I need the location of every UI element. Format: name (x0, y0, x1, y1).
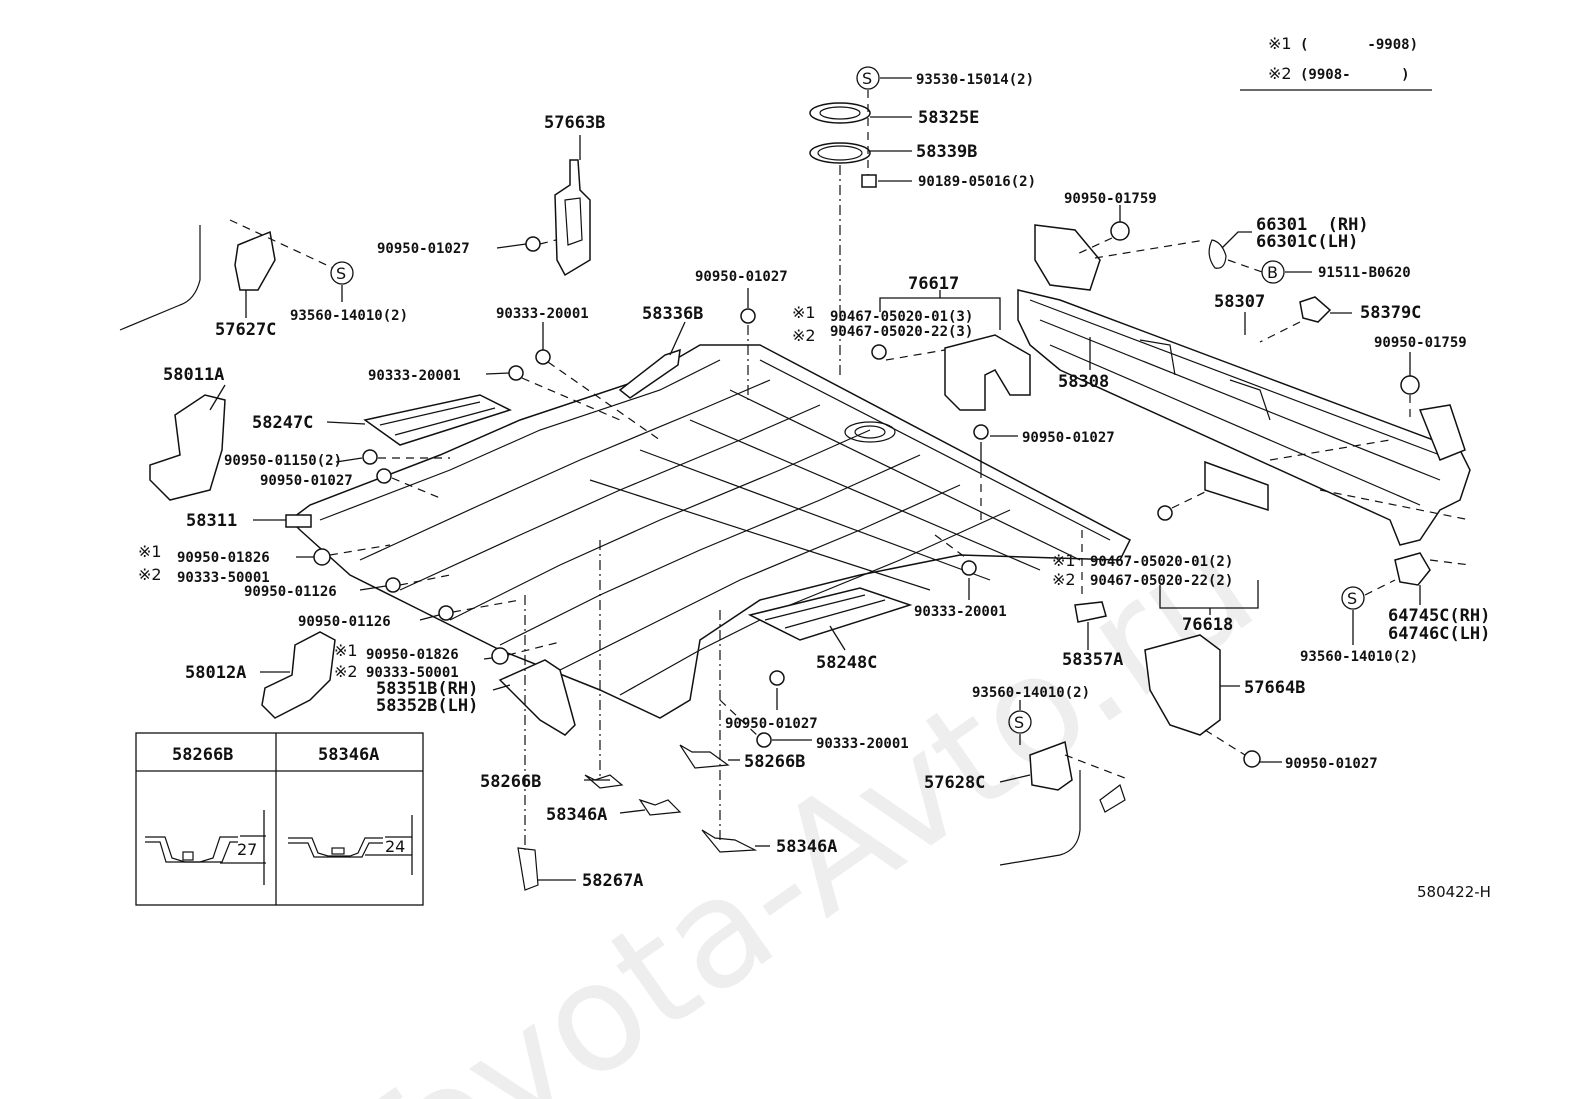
note1-marker: ※1 (792, 303, 816, 322)
label-76617[interactable]: 76617 (908, 274, 959, 294)
label-58351B[interactable]: 58351B(RH) (376, 679, 478, 699)
note2-marker: ※2 (1052, 570, 1076, 589)
label-58247C[interactable]: 58247C (252, 413, 313, 433)
label-93560-14010[interactable]: 93560-14010(2) (972, 685, 1090, 701)
label-90950-01759[interactable]: 90950-01759 (1064, 191, 1157, 207)
leader-lines (209, 77, 1471, 881)
label-58379C[interactable]: 58379C (1360, 303, 1421, 323)
rear-crossmember (1017, 224, 1471, 546)
label-90950-01826[interactable]: 90950-01826 (177, 550, 270, 566)
note1-range: ( -9908) (1300, 37, 1418, 53)
label-90467-05020-22[interactable]: 90467-05020-22(3) (830, 324, 973, 340)
note2-range: (9908- ) (1300, 67, 1410, 83)
label-90333-20001[interactable]: 90333-20001 (816, 736, 909, 752)
label-58248C[interactable]: 58248C (816, 653, 877, 673)
note2-mark: ※2 (1268, 64, 1292, 83)
label-58357A[interactable]: 58357A (1062, 650, 1123, 670)
label-58308[interactable]: 58308 (1058, 372, 1109, 392)
label-93530-15014[interactable]: 93530-15014(2) (916, 72, 1034, 88)
label-57663B[interactable]: 57663B (544, 113, 605, 133)
label-90950-01126[interactable]: 90950-01126 (244, 584, 337, 600)
label-64746C[interactable]: 64746C(LH) (1388, 624, 1490, 644)
label-58325E[interactable]: 58325E (918, 108, 979, 128)
label-90950-01759[interactable]: 90950-01759 (1374, 335, 1467, 351)
b-symbol-icon: B (1267, 263, 1278, 282)
label-90950-01126[interactable]: 90950-01126 (298, 614, 391, 630)
label-58266B[interactable]: 58266B (744, 752, 805, 772)
note1-marker: ※1 (1052, 551, 1076, 570)
label-93560-14010[interactable]: 93560-14010(2) (1300, 649, 1418, 665)
note2-marker: ※2 (334, 662, 358, 681)
label-90950-01027[interactable]: 90950-01027 (1285, 756, 1378, 772)
note1-marker: ※1 (334, 641, 358, 660)
label-58267A[interactable]: 58267A (582, 871, 643, 891)
brackets (119, 102, 1431, 891)
label-58311[interactable]: 58311 (186, 511, 237, 531)
symbols: S S B S S (330, 66, 1365, 734)
label-90950-01027[interactable]: 90950-01027 (695, 269, 788, 285)
note1-marker: ※1 (138, 542, 162, 561)
clip-inset-table: 58266B 58346A 27 24 (135, 732, 424, 906)
label-90950-01027[interactable]: 90950-01027 (1022, 430, 1115, 446)
label-90333-20001[interactable]: 90333-20001 (496, 306, 589, 322)
label-90467-05020-01[interactable]: 90467-05020-01(3) (830, 309, 973, 325)
label-57628C[interactable]: 57628C (924, 773, 985, 793)
label-91511-B0620[interactable]: 91511-B0620 (1318, 265, 1411, 281)
s-symbol-icon: S (1014, 713, 1024, 732)
label-57664B[interactable]: 57664B (1244, 678, 1305, 698)
s-symbol-icon: S (862, 69, 872, 88)
label-90333-20001[interactable]: 90333-20001 (914, 604, 1007, 620)
label-58339B[interactable]: 58339B (916, 142, 977, 162)
label-58336B[interactable]: 58336B (642, 304, 703, 324)
label-58266B[interactable]: 58266B (480, 772, 541, 792)
label-58307[interactable]: 58307 (1214, 292, 1265, 312)
label-64745C[interactable]: 64745C(RH) (1388, 606, 1490, 626)
label-58012A[interactable]: 58012A (185, 663, 246, 683)
part-labels: 93530-15014(2) 58325E 58339B 90189-05016… (138, 72, 1490, 891)
label-90467-05020-22[interactable]: 90467-05020-22(2) (1090, 573, 1233, 589)
floor-pan (285, 344, 1131, 719)
label-58011A[interactable]: 58011A (163, 365, 224, 385)
label-90333-20001[interactable]: 90333-20001 (368, 368, 461, 384)
label-90467-05020-01[interactable]: 90467-05020-01(2) (1090, 554, 1233, 570)
diagram-code: 580422-H (1417, 883, 1491, 901)
label-90189-05016[interactable]: 90189-05016(2) (918, 174, 1036, 190)
s-symbol-icon: S (336, 264, 346, 283)
inset-header-58266B: 58266B (172, 745, 233, 765)
legend: ※1 ( -9908) ※2 (9908- ) (1240, 34, 1432, 91)
label-76618[interactable]: 76618 (1182, 615, 1233, 635)
label-57627C[interactable]: 57627C (215, 320, 276, 340)
label-93560-14010[interactable]: 93560-14010(2) (290, 308, 408, 324)
s-symbol-icon: S (1347, 589, 1357, 608)
label-90333-50001[interactable]: 90333-50001 (366, 665, 459, 681)
label-90950-01027[interactable]: 90950-01027 (260, 473, 353, 489)
dimension-24: 24 (385, 837, 405, 856)
label-66301[interactable]: 66301 (RH) (1256, 215, 1369, 235)
note2-marker: ※2 (138, 565, 162, 584)
grommets (313, 174, 1420, 768)
note1-mark: ※1 (1268, 34, 1292, 53)
label-66301C[interactable]: 66301C(LH) (1256, 232, 1358, 252)
label-90333-50001[interactable]: 90333-50001 (177, 570, 270, 586)
label-58346A[interactable]: 58346A (546, 805, 607, 825)
inset-header-58346A: 58346A (318, 745, 379, 765)
label-90950-01150[interactable]: 90950-01150(2) (224, 453, 342, 469)
note2-marker: ※2 (792, 326, 816, 345)
label-90950-01027[interactable]: 90950-01027 (377, 241, 470, 257)
label-58352B[interactable]: 58352B(LH) (376, 696, 478, 716)
label-58346A[interactable]: 58346A (776, 837, 837, 857)
label-90950-01027[interactable]: 90950-01027 (725, 716, 818, 732)
label-90950-01826[interactable]: 90950-01826 (366, 647, 459, 663)
dimension-27: 27 (237, 840, 257, 859)
